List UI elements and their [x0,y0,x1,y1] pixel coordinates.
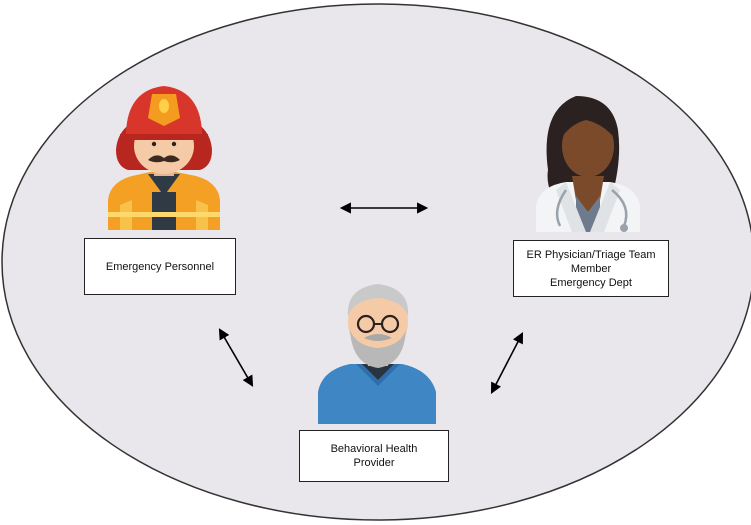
elderly-man-icon [318,284,436,424]
er-physician-label-line1: ER Physician/Triage Team [526,248,656,261]
er-physician-box: ER Physician/Triage Team Member Emergenc… [513,240,669,297]
er-physician-label-line3: Emergency Dept [550,276,632,289]
arrow-emergency-bh [218,328,254,387]
behavioral-health-box: Behavioral Health Provider [299,430,449,482]
emergency-personnel-box: Emergency Personnel [84,238,236,295]
doctor-icon [536,96,640,232]
emergency-personnel-label: Emergency Personnel [105,260,215,273]
firefighter-icon [108,86,220,230]
arrow-bh-er [490,332,524,394]
behavioral-health-label-line2: Provider [353,457,395,469]
er-physician-label-line2: Member [570,262,612,275]
behavioral-health-label-line1: Behavioral Health [330,443,418,455]
